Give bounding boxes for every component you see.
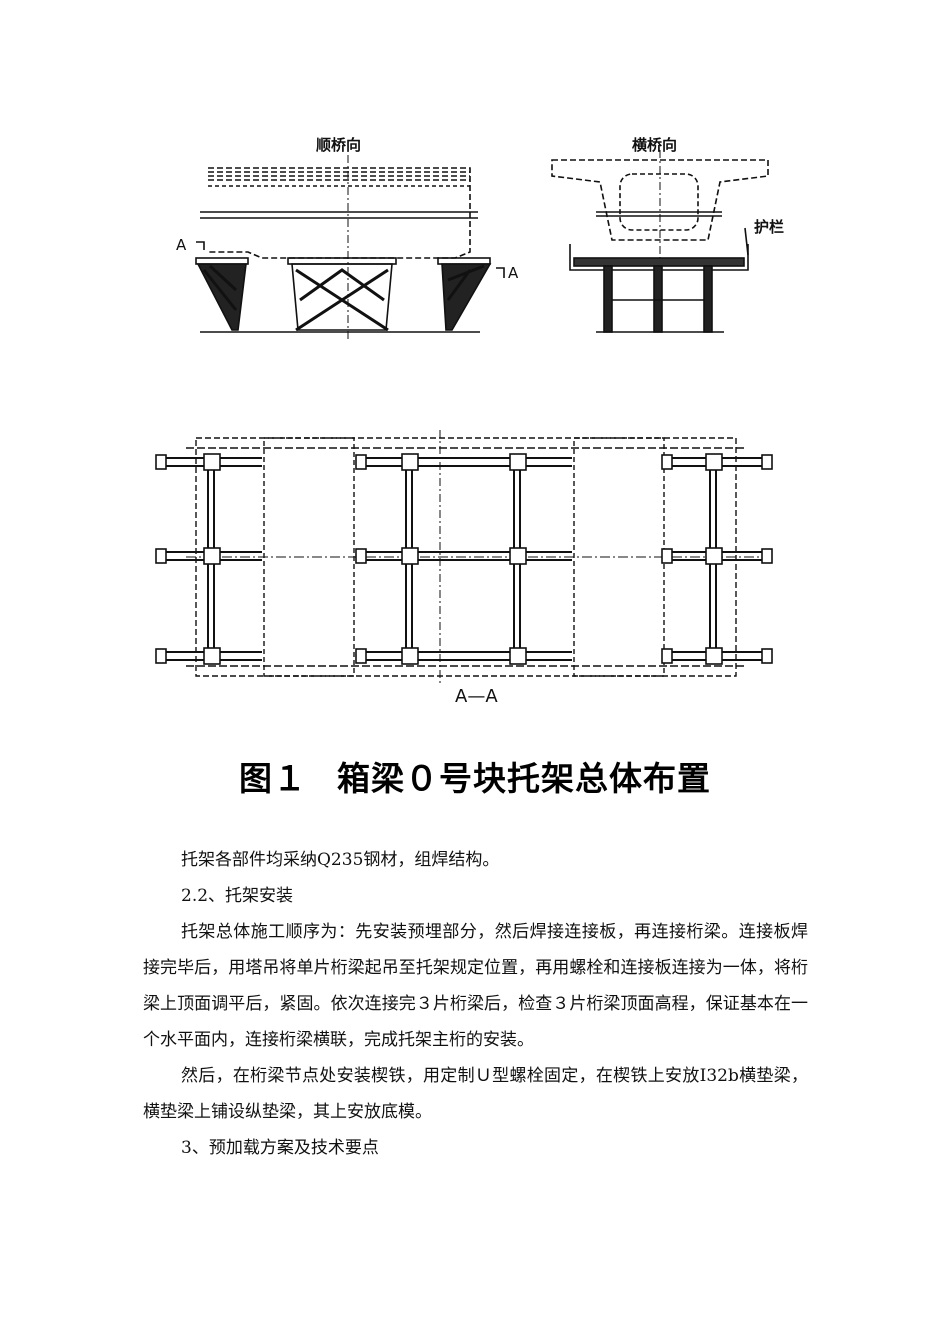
paragraph-p4: 然后，在桁梁节点处安装楔铁，用定制Ｕ型螺栓固定，在楔铁上安放I32b横垫梁，横垫… xyxy=(143,1066,808,1122)
paragraph-p1: 托架各部件均采纳Q235钢材，组焊结构。 xyxy=(181,850,500,870)
figure-area: 顺桥向 横桥向 护栏 A A A—A xyxy=(155,136,785,707)
figure-caption: 图１ 箱梁０号块托架总体布置 xyxy=(0,752,950,800)
caption-title: 箱梁０号块托架总体布置 xyxy=(337,759,711,798)
paragraph-p3: 托架总体施工顺序为：先安装预埋部分，然后焊接连接板，再连接桁梁。连接板焊接完毕后… xyxy=(143,922,808,1050)
body-text: 托架各部件均采纳Q235钢材，组焊结构。 2.2、托架安装 托架总体施工顺序为：… xyxy=(143,842,808,1166)
section-mark-right: A xyxy=(508,264,519,282)
elevation-drawing xyxy=(155,150,773,686)
section-label: A—A xyxy=(455,686,498,707)
paragraph-p5: 3、预加载方案及技术要点 xyxy=(181,1138,379,1158)
caption-number: 图１ xyxy=(239,759,307,798)
label-railing: 护栏 xyxy=(754,218,785,236)
label-longitudinal: 顺桥向 xyxy=(316,136,362,154)
section-mark-left: A xyxy=(176,236,187,254)
label-transverse: 横桥向 xyxy=(632,136,678,154)
paragraph-p2: 2.2、托架安装 xyxy=(181,886,294,906)
